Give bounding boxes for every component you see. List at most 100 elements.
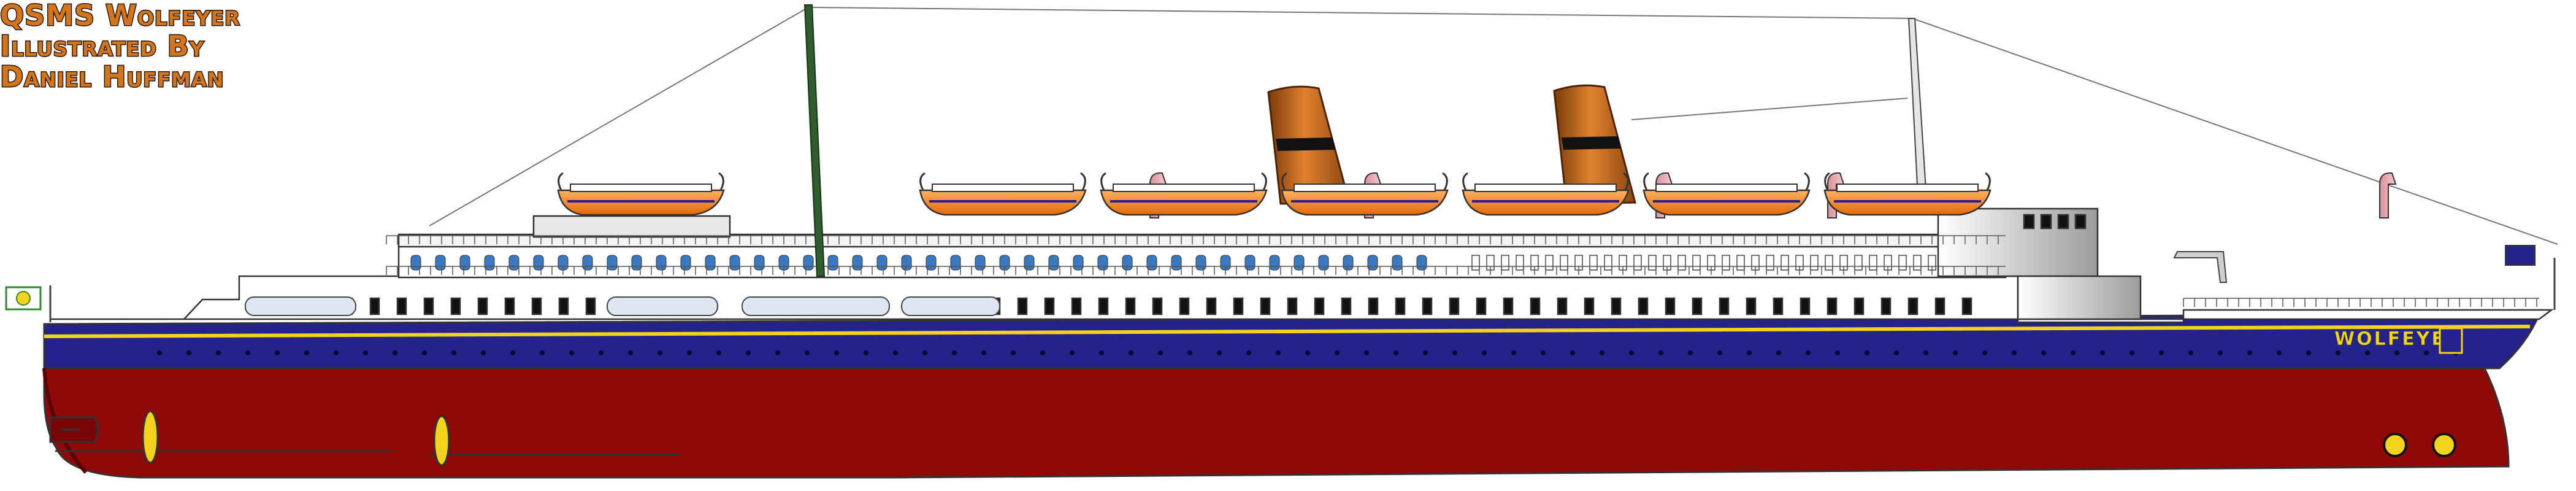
porthole bbox=[2071, 350, 2076, 355]
porthole bbox=[1658, 350, 1663, 355]
deck-window bbox=[585, 297, 596, 315]
lifeboat-cover bbox=[1474, 184, 1617, 192]
deck-window bbox=[1206, 297, 1217, 315]
propeller-aft-icon bbox=[142, 410, 159, 464]
porthole bbox=[510, 350, 515, 355]
porthole bbox=[981, 350, 986, 355]
grid-window bbox=[1898, 255, 1907, 271]
porthole bbox=[1717, 350, 1722, 355]
arched-window bbox=[1392, 255, 1403, 271]
bow-flag bbox=[2505, 245, 2536, 266]
porthole bbox=[569, 350, 574, 355]
grid-window bbox=[1560, 255, 1568, 271]
porthole bbox=[2159, 350, 2164, 355]
porthole bbox=[1364, 350, 1369, 355]
grid-window bbox=[1589, 255, 1598, 271]
porthole bbox=[216, 350, 221, 355]
deck-window bbox=[531, 297, 542, 315]
porthole bbox=[1011, 350, 1016, 355]
porthole bbox=[1747, 350, 1752, 355]
deck-window bbox=[1449, 297, 1460, 315]
grid-window bbox=[1913, 255, 1922, 271]
crane bbox=[2173, 251, 2228, 283]
porthole bbox=[746, 350, 751, 355]
porthole bbox=[1335, 350, 1340, 355]
porthole bbox=[893, 350, 898, 355]
deck-window bbox=[1584, 297, 1595, 315]
porthole bbox=[540, 350, 545, 355]
arched-window bbox=[1416, 255, 1427, 271]
aft-deckhouse bbox=[532, 215, 731, 238]
arched-window bbox=[1244, 255, 1255, 271]
arched-window bbox=[459, 255, 470, 271]
arched-window bbox=[1195, 255, 1206, 271]
bridge-side-house bbox=[2017, 275, 2142, 320]
porthole bbox=[1187, 350, 1192, 355]
porthole bbox=[1776, 350, 1781, 355]
arched-window bbox=[950, 255, 961, 271]
deck-window bbox=[1395, 297, 1406, 315]
arched-window bbox=[803, 255, 814, 271]
porthole bbox=[834, 350, 839, 355]
porthole bbox=[2424, 350, 2429, 355]
porthole bbox=[2188, 350, 2193, 355]
porthole bbox=[1423, 350, 1428, 355]
grid-window bbox=[1633, 255, 1642, 271]
davit bbox=[1100, 172, 1267, 191]
grid-window bbox=[1545, 255, 1554, 271]
arched-window bbox=[754, 255, 765, 271]
deck-window bbox=[1665, 297, 1676, 315]
davit bbox=[1462, 172, 1629, 191]
arched-window bbox=[876, 255, 887, 271]
arched-window bbox=[827, 255, 838, 271]
grid-window bbox=[1501, 255, 1509, 271]
arched-window bbox=[680, 255, 691, 271]
hull bbox=[42, 313, 2541, 479]
hull-lower-red bbox=[43, 366, 2510, 479]
porthole bbox=[1129, 350, 1133, 355]
porthole bbox=[657, 350, 662, 355]
porthole bbox=[775, 350, 780, 355]
stern-flag-emblem bbox=[16, 291, 31, 306]
deck-window bbox=[558, 297, 569, 315]
deck-window bbox=[396, 297, 407, 315]
porthole bbox=[363, 350, 368, 355]
deck-window bbox=[1530, 297, 1541, 315]
arched-window bbox=[582, 255, 593, 271]
bridge-window bbox=[2040, 214, 2052, 230]
bow-thruster-2-icon bbox=[2432, 433, 2456, 457]
porthole bbox=[1511, 350, 1516, 355]
bridge-window bbox=[2023, 214, 2035, 230]
porthole bbox=[864, 350, 868, 355]
grid-window bbox=[1677, 255, 1686, 271]
porthole bbox=[2336, 350, 2340, 355]
lifeboat-cover bbox=[1655, 184, 1798, 192]
porthole bbox=[2277, 350, 2282, 355]
deck-window bbox=[423, 297, 434, 315]
lifeboat-cover bbox=[1836, 184, 1979, 192]
deck-window bbox=[1638, 297, 1649, 315]
deck-window bbox=[1880, 297, 1892, 315]
bridge-window bbox=[2074, 214, 2087, 230]
deck-window bbox=[1044, 297, 1055, 315]
lifeboat-cover bbox=[570, 184, 712, 192]
arched-window bbox=[1048, 255, 1059, 271]
porthole bbox=[1158, 350, 1163, 355]
deck-window bbox=[477, 297, 488, 315]
deck-window bbox=[1746, 297, 1757, 315]
porthole bbox=[304, 350, 309, 355]
porthole bbox=[1953, 350, 1958, 355]
promenade-window bbox=[607, 296, 718, 316]
deck-window bbox=[1800, 297, 1811, 315]
davit bbox=[919, 172, 1086, 191]
porthole bbox=[2306, 350, 2311, 355]
porthole bbox=[1452, 350, 1457, 355]
funnel-aft-band bbox=[1276, 137, 1335, 151]
porthole bbox=[2129, 350, 2134, 355]
ship-title: QSMS Wolfeyer bbox=[0, 0, 240, 32]
lifeboat-cover bbox=[1294, 184, 1436, 192]
porthole bbox=[1923, 350, 1928, 355]
arched-window bbox=[1097, 255, 1108, 271]
fore-mast bbox=[1907, 18, 1928, 209]
bow-thruster-1-icon bbox=[2383, 433, 2407, 457]
